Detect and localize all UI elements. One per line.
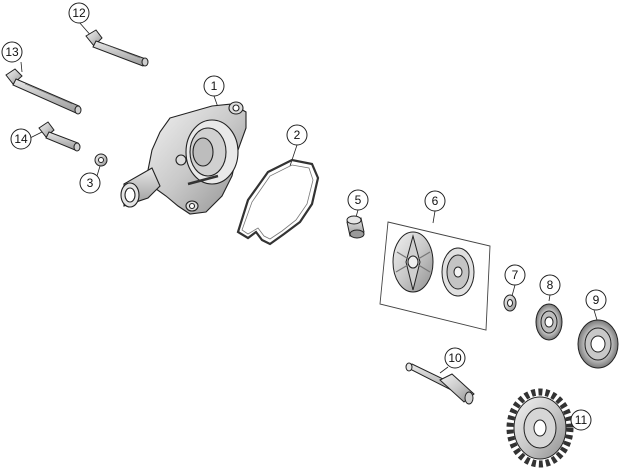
svg-text:5: 5 <box>355 193 362 207</box>
svg-text:6: 6 <box>432 194 439 208</box>
svg-text:13: 13 <box>5 45 19 59</box>
pump-cover-1 <box>120 101 247 215</box>
svg-text:8: 8 <box>547 278 554 292</box>
sleeve-5 <box>346 215 365 239</box>
svg-text:3: 3 <box>87 176 94 190</box>
svg-text:2: 2 <box>294 128 301 142</box>
callout-11: 11 <box>570 409 592 431</box>
bearing-9 <box>577 319 619 369</box>
callout-1: 1 <box>203 75 225 97</box>
leader-lines <box>20 21 598 421</box>
callout-9: 9 <box>585 289 607 311</box>
svg-text:11: 11 <box>575 413 588 427</box>
bolt-14 <box>38 121 81 152</box>
callout-3: 3 <box>79 172 101 194</box>
washer-3 <box>94 153 108 167</box>
bolt-13 <box>5 68 82 115</box>
callout-5: 5 <box>347 189 369 211</box>
svg-text:1: 1 <box>211 79 218 93</box>
svg-text:14: 14 <box>14 132 28 146</box>
gear-11 <box>506 388 574 468</box>
washer-7 <box>503 294 517 312</box>
callout-10: 10 <box>444 347 466 369</box>
bolt-12 <box>85 29 149 67</box>
callout-6: 6 <box>424 190 446 212</box>
impeller-kit-6 <box>379 221 491 331</box>
callout-13: 13 <box>1 41 23 63</box>
svg-text:7: 7 <box>512 268 519 282</box>
callout-14: 14 <box>10 128 32 150</box>
bearing-8 <box>535 303 563 341</box>
svg-text:10: 10 <box>448 351 462 365</box>
callout-8: 8 <box>539 274 561 296</box>
svg-text:9: 9 <box>593 293 600 307</box>
gasket-2 <box>236 158 320 246</box>
callout-2: 2 <box>286 124 308 146</box>
shaft-10 <box>405 362 475 405</box>
svg-text:12: 12 <box>72 6 86 20</box>
callout-12: 12 <box>68 2 90 24</box>
callout-7: 7 <box>504 264 526 286</box>
